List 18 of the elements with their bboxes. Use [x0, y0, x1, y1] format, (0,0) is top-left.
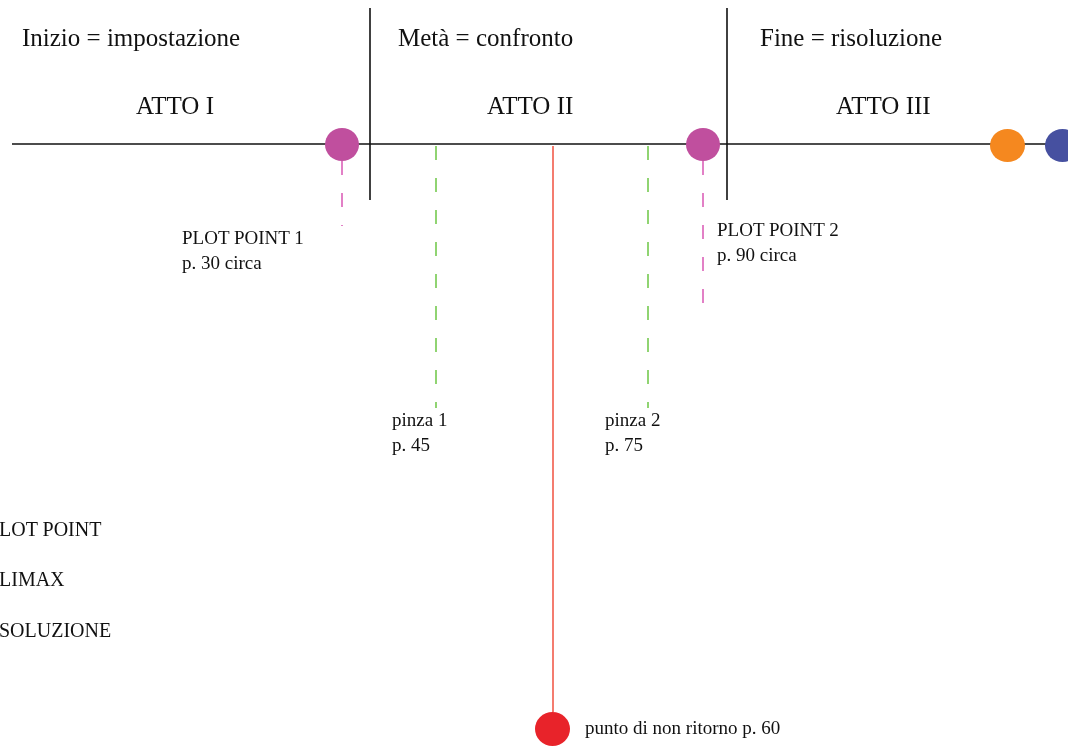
act-title: ATTO I	[136, 91, 214, 121]
section-heading: Inizio = impostazione	[22, 23, 241, 53]
section-heading: Fine = risoluzione	[760, 23, 943, 53]
dashed-line	[341, 160, 343, 227]
milestone-label: PLOT POINT 1 p. 30 circa	[182, 226, 305, 275]
milestone-label: punto di non ritorno p. 60	[585, 716, 782, 740]
act-title: ATTO III	[836, 91, 931, 121]
milestone-label: pinza 1 p. 45	[392, 408, 449, 457]
line	[552, 145, 554, 713]
dashed-line	[647, 145, 649, 409]
section-heading: Metà = confronto	[398, 23, 574, 53]
milestone-label: pinza 2 p. 75	[605, 408, 662, 457]
legend-text: LIMAX	[0, 567, 65, 592]
legend-text: LOT POINT	[0, 517, 102, 542]
milestone-label: PLOT POINT 2 p. 90 circa	[717, 218, 840, 267]
legend-text: SOLUZIONE	[0, 618, 112, 643]
dashed-line	[435, 145, 437, 409]
act-title: ATTO II	[487, 91, 574, 121]
